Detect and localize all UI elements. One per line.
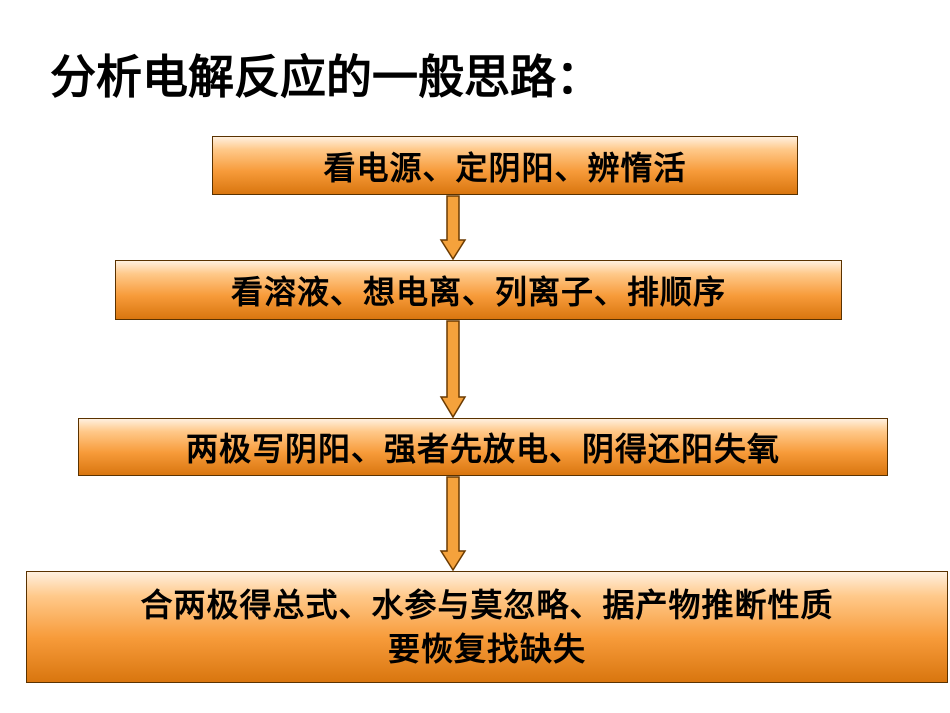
page-title: 分析电解反应的一般思路：: [50, 50, 602, 104]
step-1-box: 看电源、定阴阳、辨惰活: [212, 136, 798, 195]
step-4-box: 合两极得总式、水参与莫忽略、据产物推断性质 要恢复找缺失: [26, 571, 948, 683]
step-1-text: 看电源、定阴阳、辨惰活: [323, 148, 687, 187]
step-3-box: 两极写阴阳、强者先放电、阴得还阳失氧: [78, 418, 888, 476]
step-4-text-line-2: 要恢复找缺失: [387, 630, 586, 668]
down-arrow-3: [439, 476, 467, 572]
step-4-text-line-1: 合两极得总式、水参与莫忽略、据产物推断性质: [140, 585, 834, 624]
down-arrow-1: [439, 195, 467, 261]
down-arrow-2: [439, 320, 467, 419]
step-2-text: 看溶液、想电离、列离子、排顺序: [230, 273, 726, 311]
step-2-box: 看溶液、想电离、列离子、排顺序: [115, 260, 842, 320]
step-3-text: 两极写阴阳、强者先放电、阴得还阳失氧: [185, 430, 780, 468]
